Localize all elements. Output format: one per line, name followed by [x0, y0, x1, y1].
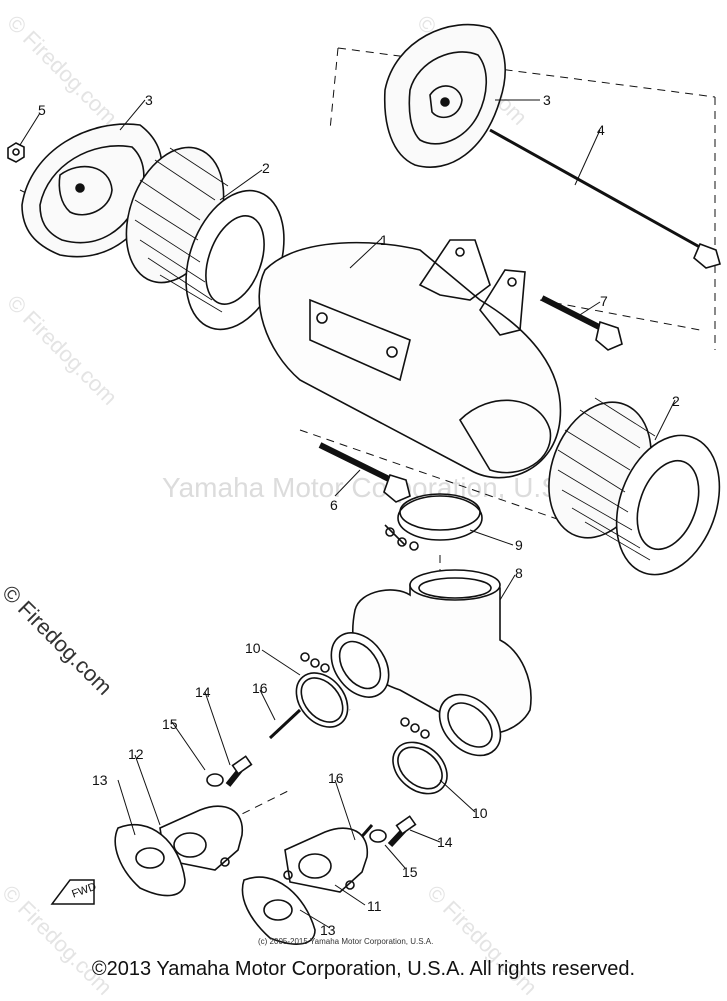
fwd-arrow-icon: FWD: [50, 879, 96, 905]
callout-8: 8: [515, 565, 523, 581]
part-filter-right: [548, 397, 721, 576]
callout-11: 11: [367, 898, 382, 914]
part-pin-upper: [268, 708, 302, 740]
callout-14-upper: 14: [195, 684, 211, 700]
part-manifold: [330, 569, 532, 757]
part-air-box: [258, 239, 562, 479]
callout-3-right: 3: [543, 92, 551, 108]
part-bolt-14-upper: [225, 755, 253, 787]
part-clamp-10-upper: [295, 652, 349, 728]
callout-15-upper: 15: [162, 716, 178, 732]
part-clamp-9: [384, 493, 483, 551]
callout-2-left: 2: [262, 160, 270, 176]
callout-10-upper: 10: [245, 640, 261, 656]
part-cover-right: [383, 23, 506, 168]
callout-16-lower: 16: [328, 770, 344, 786]
part-gasket-upper: [114, 823, 186, 897]
callout-5: 5: [38, 102, 46, 118]
callout-1: 1: [380, 232, 388, 248]
callout-14-lower: 14: [437, 834, 453, 850]
part-bolt-7: [540, 295, 623, 351]
part-joint-12: [157, 805, 243, 871]
part-bolt-14-lower: [387, 815, 417, 848]
part-gasket-lower: [241, 876, 316, 945]
callout-10-lower: 10: [472, 805, 488, 821]
callout-4: 4: [597, 122, 605, 138]
part-washer-upper: [206, 773, 224, 787]
footer-copyright: ©2013 Yamaha Motor Corporation, U.S.A. A…: [91, 958, 636, 980]
part-bolt-6: [318, 442, 411, 503]
part-nut: [7, 142, 25, 163]
callout-9: 9: [515, 537, 523, 553]
callout-13-upper: 13: [92, 772, 108, 788]
part-clamp-10-lower: [392, 717, 448, 795]
callout-2-right: 2: [672, 393, 680, 409]
small-copyright: (c) 2005-2015 Yamaha Motor Corporation, …: [258, 937, 434, 946]
part-joint-11: [283, 827, 368, 893]
callout-13-lower: 13: [320, 922, 336, 938]
part-long-bolt: [489, 128, 721, 269]
callout-7: 7: [600, 293, 608, 309]
callout-12: 12: [128, 746, 144, 762]
callout-15-lower: 15: [402, 864, 418, 880]
callout-6: 6: [330, 497, 338, 513]
callout-16-upper: 16: [252, 680, 268, 696]
part-washer-lower: [369, 829, 387, 843]
callout-3-left: 3: [145, 92, 153, 108]
leader-lines: [19, 99, 676, 929]
